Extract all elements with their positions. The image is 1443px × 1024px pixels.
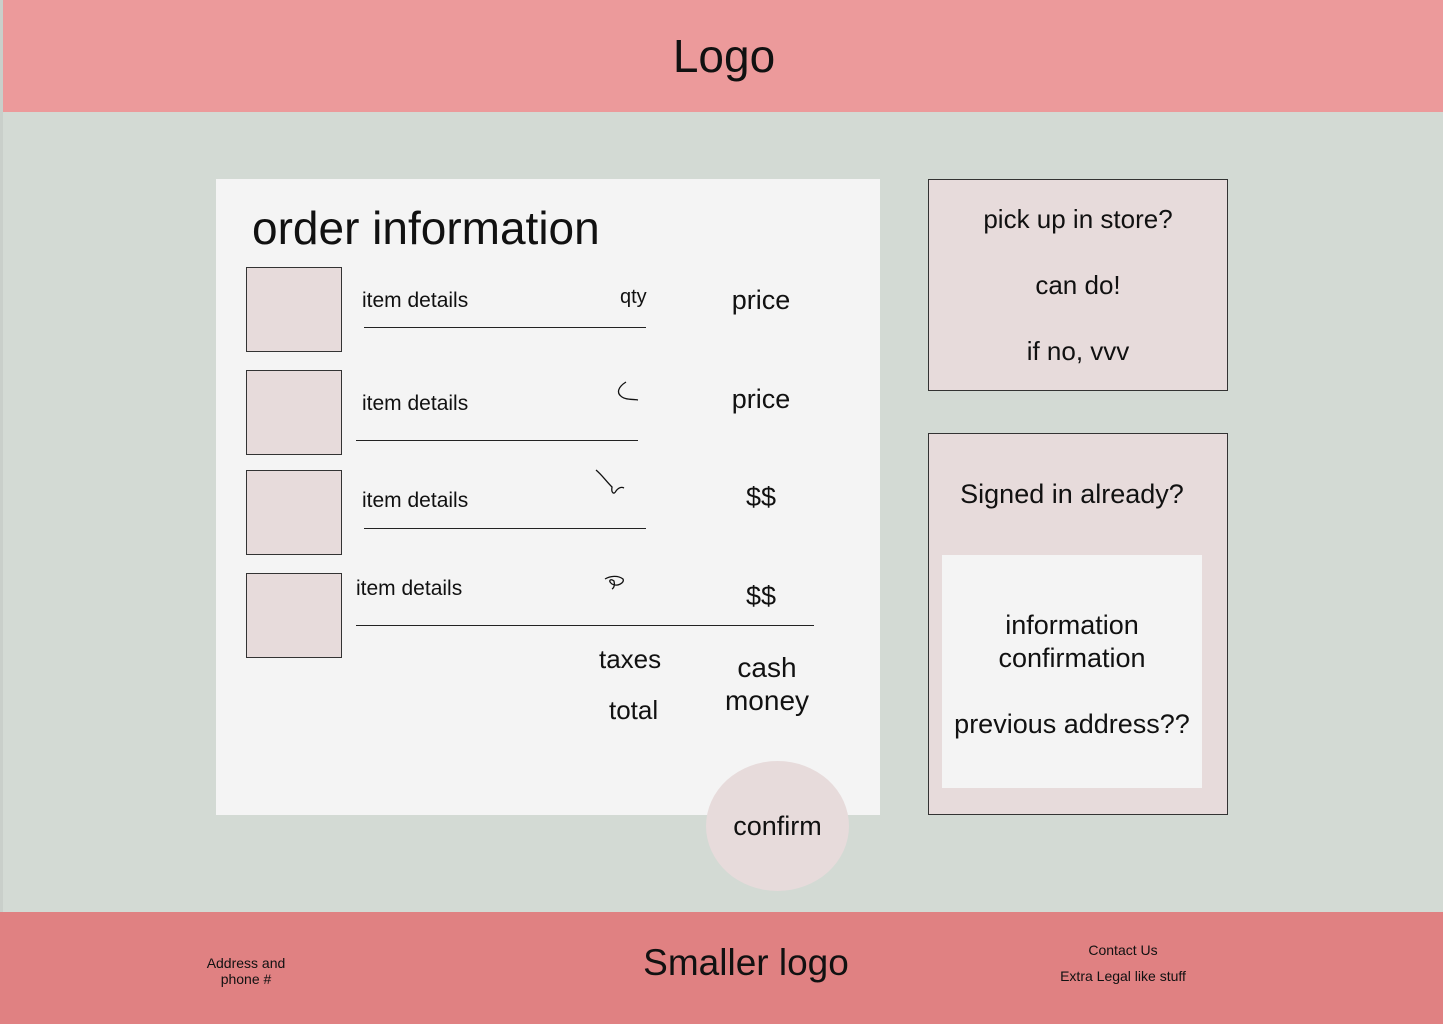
item-divider <box>356 440 638 441</box>
pickup-in-store-box[interactable]: pick up in store? can do! if no, vvv <box>928 179 1228 391</box>
item-price: price <box>731 285 791 315</box>
item-divider <box>356 625 814 626</box>
qty-scribble-icon[interactable] <box>592 467 628 499</box>
qty-label: qty <box>620 286 647 308</box>
item-divider <box>364 327 646 328</box>
qty-scribble-icon[interactable] <box>614 379 644 407</box>
item-price: $$ <box>745 581 777 611</box>
legal-link[interactable]: Extra Legal like stuff <box>1060 968 1186 984</box>
item-details[interactable]: item details <box>362 289 469 312</box>
item-thumbnail <box>246 573 342 658</box>
item-details[interactable]: item details <box>362 392 469 415</box>
signin-info-panel: information confirmation previous addres… <box>942 555 1202 788</box>
previous-address[interactable]: previous address?? <box>954 709 1190 739</box>
item-thumbnail <box>246 370 342 455</box>
header-logo[interactable]: Logo <box>672 30 776 82</box>
total-label: total <box>609 695 659 725</box>
footer: Address and phone # Smaller logo Contact… <box>0 912 1443 1024</box>
pickup-no-text: if no, vvv <box>1026 336 1130 366</box>
footer-address: Address and phone # <box>206 955 286 987</box>
item-thumbnail <box>246 470 342 555</box>
left-edge-strip <box>0 0 3 912</box>
item-price: price <box>731 384 791 414</box>
information-confirmation[interactable]: information confirmation <box>998 610 1146 673</box>
item-divider <box>364 528 646 529</box>
contact-us-link[interactable]: Contact Us <box>1088 942 1158 958</box>
pickup-question: pick up in store? <box>983 204 1173 234</box>
qty-scribble-icon[interactable] <box>602 573 632 595</box>
pickup-yes-text: can do! <box>1035 270 1121 300</box>
order-title: order information <box>252 202 600 254</box>
signin-title[interactable]: Signed in already? <box>960 479 1184 509</box>
order-information-panel: order information item details qty price… <box>216 179 880 815</box>
item-thumbnail <box>246 267 342 352</box>
item-details[interactable]: item details <box>362 489 469 512</box>
confirm-button[interactable]: confirm <box>706 761 849 891</box>
total-value: cash money <box>724 652 810 716</box>
item-price: $$ <box>745 482 777 512</box>
item-details[interactable]: item details <box>356 577 463 600</box>
header: Logo <box>3 0 1443 112</box>
taxes-label: taxes <box>599 644 662 674</box>
signin-box: Signed in already? information confirmat… <box>928 433 1228 815</box>
footer-logo[interactable]: Smaller logo <box>643 942 849 983</box>
